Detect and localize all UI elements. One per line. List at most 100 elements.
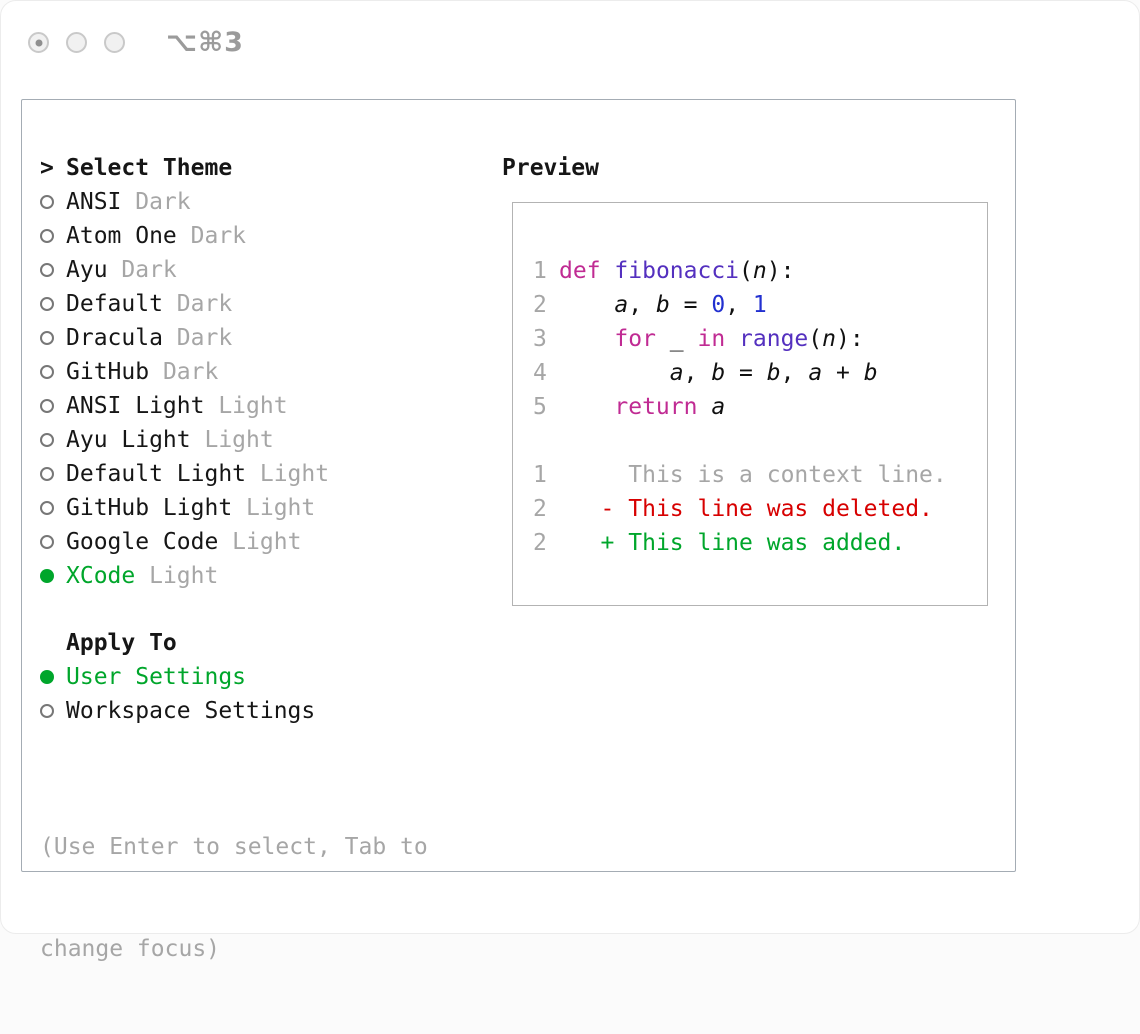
theme-option-default[interactable]: Default Dark <box>40 287 428 321</box>
diff-text: This line was added. <box>628 530 906 556</box>
theme-variant: Dark <box>149 359 219 385</box>
radio-icon <box>40 195 66 209</box>
theme-option-default-light[interactable]: Default Light Light <box>40 457 428 491</box>
theme-option-github-light[interactable]: GitHub Light Light <box>40 491 428 525</box>
code-token: ( <box>739 258 753 284</box>
line-number: 5 <box>533 394 547 420</box>
radio-icon <box>40 297 66 311</box>
code-token: n <box>752 258 767 284</box>
theme-variant: Dark <box>176 223 247 249</box>
code-token: 0 <box>711 292 726 318</box>
code-token <box>559 288 614 322</box>
apply-to-title: Apply To <box>66 630 177 656</box>
code-token: b <box>863 360 878 386</box>
theme-variant: Dark <box>121 189 191 215</box>
radio-icon <box>40 501 66 515</box>
radio-icon <box>40 229 66 243</box>
code-token: b <box>711 360 726 386</box>
theme-option-atom-one[interactable]: Atom One Dark <box>40 219 428 253</box>
code-line: 3 for _ in range(n): <box>533 322 987 356</box>
theme-name: ANSI Light <box>66 393 205 419</box>
theme-option-ayu[interactable]: Ayu Dark <box>40 253 428 287</box>
code-token <box>559 356 670 390</box>
code-token <box>559 390 614 424</box>
code-token: b <box>655 292 670 318</box>
radio-selected-icon <box>40 670 66 684</box>
theme-option-github[interactable]: GitHub Dark <box>40 355 428 389</box>
apply-option-user-settings[interactable]: User Settings <box>40 660 428 694</box>
theme-name: Ayu <box>66 257 108 283</box>
radio-icon <box>40 704 66 718</box>
code-token: a <box>808 360 823 386</box>
diff-line-added: 2 + This line was added. <box>533 526 987 560</box>
theme-name: Atom One <box>66 223 177 249</box>
theme-variant: Light <box>246 461 330 487</box>
line-number: 4 <box>533 360 547 386</box>
diff-marker: - <box>559 496 629 522</box>
keyboard-shortcut-label: ⌥⌘3 <box>166 27 244 58</box>
cursor-prefix: > <box>40 155 54 181</box>
code-token: = <box>725 360 767 386</box>
theme-option-dracula[interactable]: Dracula Dark <box>40 321 428 355</box>
radio-icon <box>40 263 66 277</box>
theme-name: Default <box>66 291 163 317</box>
theme-name: GitHub Light <box>66 495 233 521</box>
theme-option-google-code[interactable]: Google Code Light <box>40 525 428 559</box>
code-token: fibonacci <box>614 258 740 284</box>
window-control-close-icon[interactable] <box>28 32 49 53</box>
theme-variant: Dark <box>162 325 233 351</box>
theme-name: Ayu Light <box>66 427 191 453</box>
theme-option-xcode[interactable]: XCode Light <box>40 559 428 593</box>
diff-block: 1 This is a context line.2 - This line w… <box>533 458 987 560</box>
theme-name: Default Light <box>66 461 247 487</box>
code-token: def <box>559 258 601 284</box>
line-number: 2 <box>533 496 547 522</box>
code-token: return <box>614 394 698 420</box>
window-control-minimize-icon[interactable] <box>66 32 87 53</box>
apply-option-label: User Settings <box>66 664 247 690</box>
code-token: + <box>822 360 864 386</box>
theme-option-ansi-light[interactable]: ANSI Light Light <box>40 389 428 423</box>
diff-text: This is a context line. <box>628 462 947 488</box>
code-token: ( <box>808 326 823 352</box>
theme-option-ansi[interactable]: ANSI Dark <box>40 185 428 219</box>
select-theme-title: Select Theme <box>66 155 233 181</box>
radio-icon <box>40 365 66 379</box>
code-token: , <box>683 360 712 386</box>
line-number: 1 <box>533 258 547 284</box>
code-token: ): <box>836 326 864 352</box>
code-token: n <box>822 326 837 352</box>
apply-option-workspace-settings[interactable]: Workspace Settings <box>40 694 428 728</box>
theme-variant: Light <box>204 393 288 419</box>
code-token: _ <box>655 326 698 352</box>
code-token: , <box>725 292 753 318</box>
window-control-zoom-icon[interactable] <box>104 32 125 53</box>
code-token: a <box>711 394 726 420</box>
diff-line-deleted: 2 - This line was deleted. <box>533 492 987 526</box>
diff-line-context: 1 This is a context line. <box>533 458 987 492</box>
code-token <box>559 322 614 356</box>
line-number: 2 <box>533 292 547 318</box>
theme-name: XCode <box>66 563 136 589</box>
radio-icon <box>40 467 66 481</box>
line-number: 2 <box>533 530 547 556</box>
radio-icon <box>40 331 66 345</box>
theme-name: GitHub <box>66 359 150 385</box>
theme-variant: Light <box>232 495 316 521</box>
code-line: 5 return a <box>533 390 987 424</box>
code-token <box>601 254 615 288</box>
diff-text: This line was deleted. <box>628 496 933 522</box>
radio-icon <box>40 399 66 413</box>
select-theme-title-row: > Select Theme <box>40 151 428 185</box>
code-token: , <box>628 292 656 318</box>
preview-title: Preview <box>502 155 599 181</box>
radio-selected-icon <box>40 569 66 583</box>
line-number: 3 <box>533 326 547 352</box>
theme-option-ayu-light[interactable]: Ayu Light Light <box>40 423 428 457</box>
diff-marker <box>559 458 628 492</box>
